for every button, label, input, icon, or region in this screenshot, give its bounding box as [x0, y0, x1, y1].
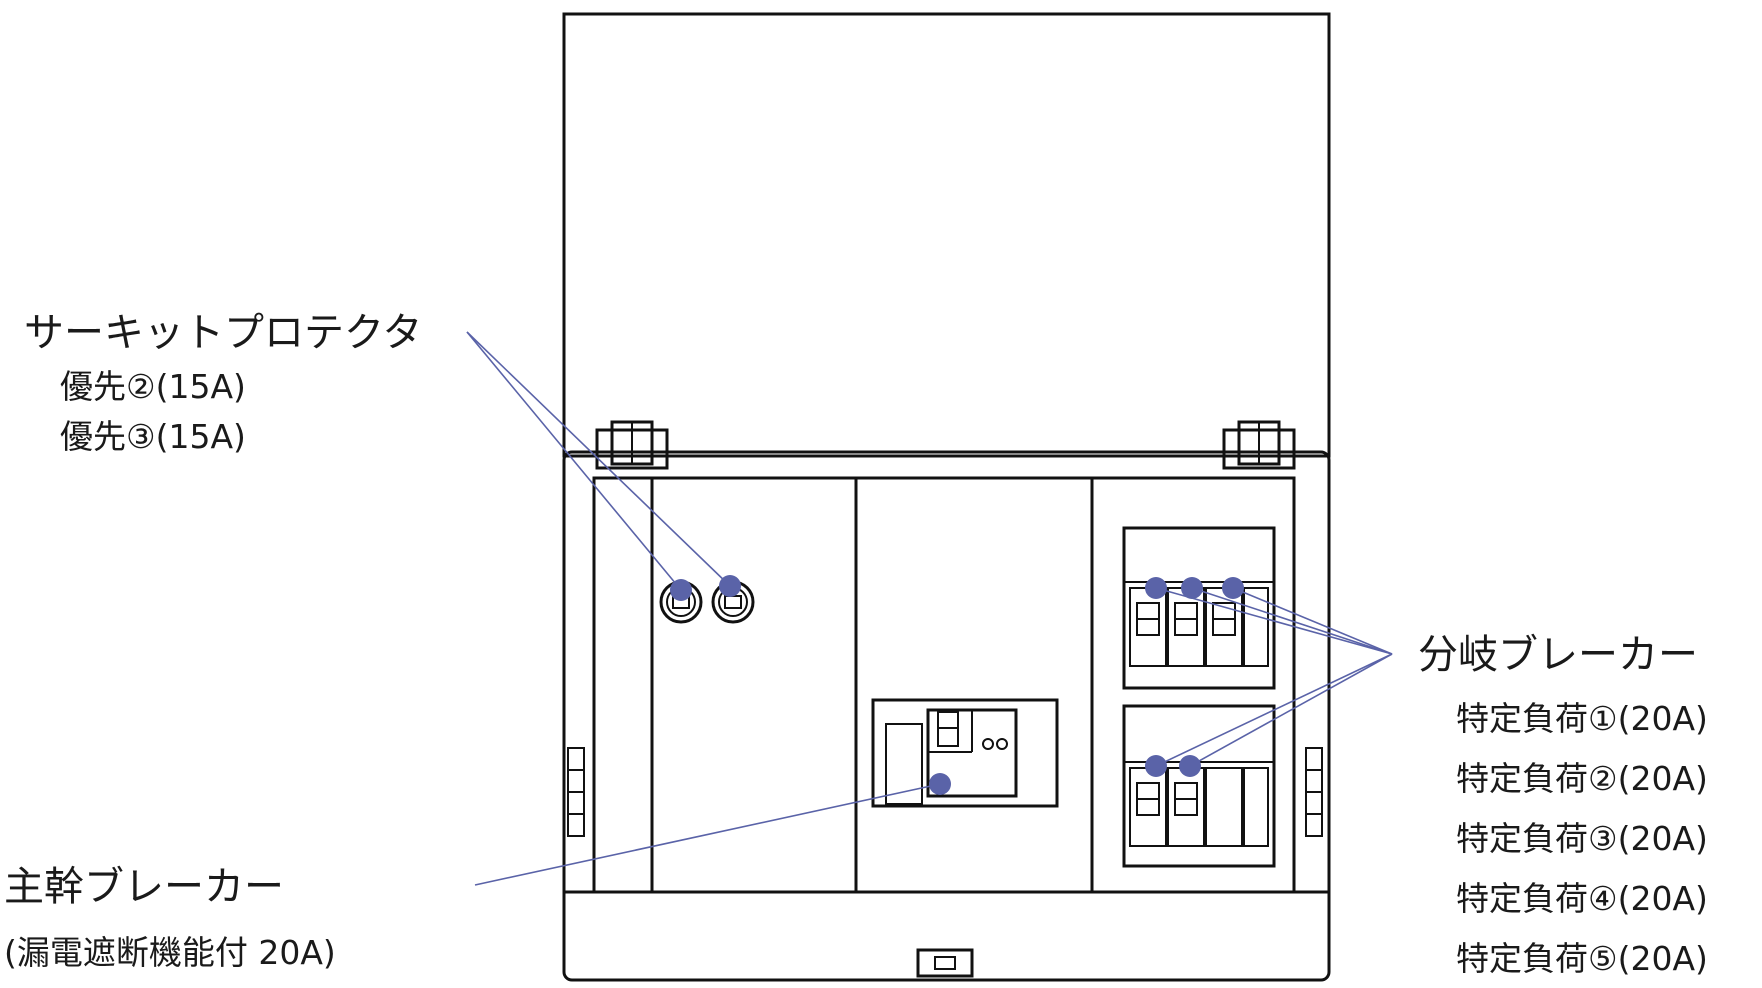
door-lock	[916, 948, 974, 978]
callout-dot-main-breaker	[929, 773, 951, 795]
callout-dot-protector-2	[670, 579, 692, 601]
callout-dot-branch-2	[1181, 577, 1203, 599]
callout-dot-branch-1	[1145, 577, 1167, 599]
hinge-left	[595, 420, 669, 470]
main-breaker-title: 主幹ブレーカー	[4, 864, 284, 910]
callout-dot-branch-3	[1222, 577, 1244, 599]
branch-breaker-item-4: 特定負荷④(20A)	[1456, 879, 1708, 918]
branch-breaker-group-lower	[1122, 704, 1276, 868]
hinge-right	[1222, 420, 1296, 470]
leader-lines	[466, 331, 1393, 886]
branch-breaker-item-1: 特定負荷①(20A)	[1456, 699, 1708, 738]
side-latch-left	[567, 747, 585, 837]
circuit-protector-item-2: 優先③(15A)	[60, 417, 246, 456]
branch-breaker-item-2: 特定負荷②(20A)	[1456, 759, 1708, 798]
main-breaker-note: (漏電遮断機能付 20A)	[4, 933, 336, 972]
callout-dot-protector-3	[719, 575, 741, 597]
branch-breaker-title: 分岐ブレーカー	[1418, 632, 1698, 678]
inner-panel	[592, 476, 1296, 894]
panel-lid	[562, 12, 1331, 458]
branch-breaker-item-3: 特定負荷③(20A)	[1456, 819, 1708, 858]
branch-breaker-item-5: 特定負荷⑤(20A)	[1456, 939, 1708, 978]
callout-dot-branch-4	[1145, 755, 1167, 777]
circuit-protector-item-1: 優先②(15A)	[60, 367, 246, 406]
callout-dot-branch-5	[1179, 755, 1201, 777]
side-latch-right	[1305, 747, 1323, 837]
main-breaker	[871, 698, 1059, 808]
circuit-protector-title: サーキットプロテクタ	[24, 310, 422, 356]
panel-body	[562, 450, 1331, 982]
